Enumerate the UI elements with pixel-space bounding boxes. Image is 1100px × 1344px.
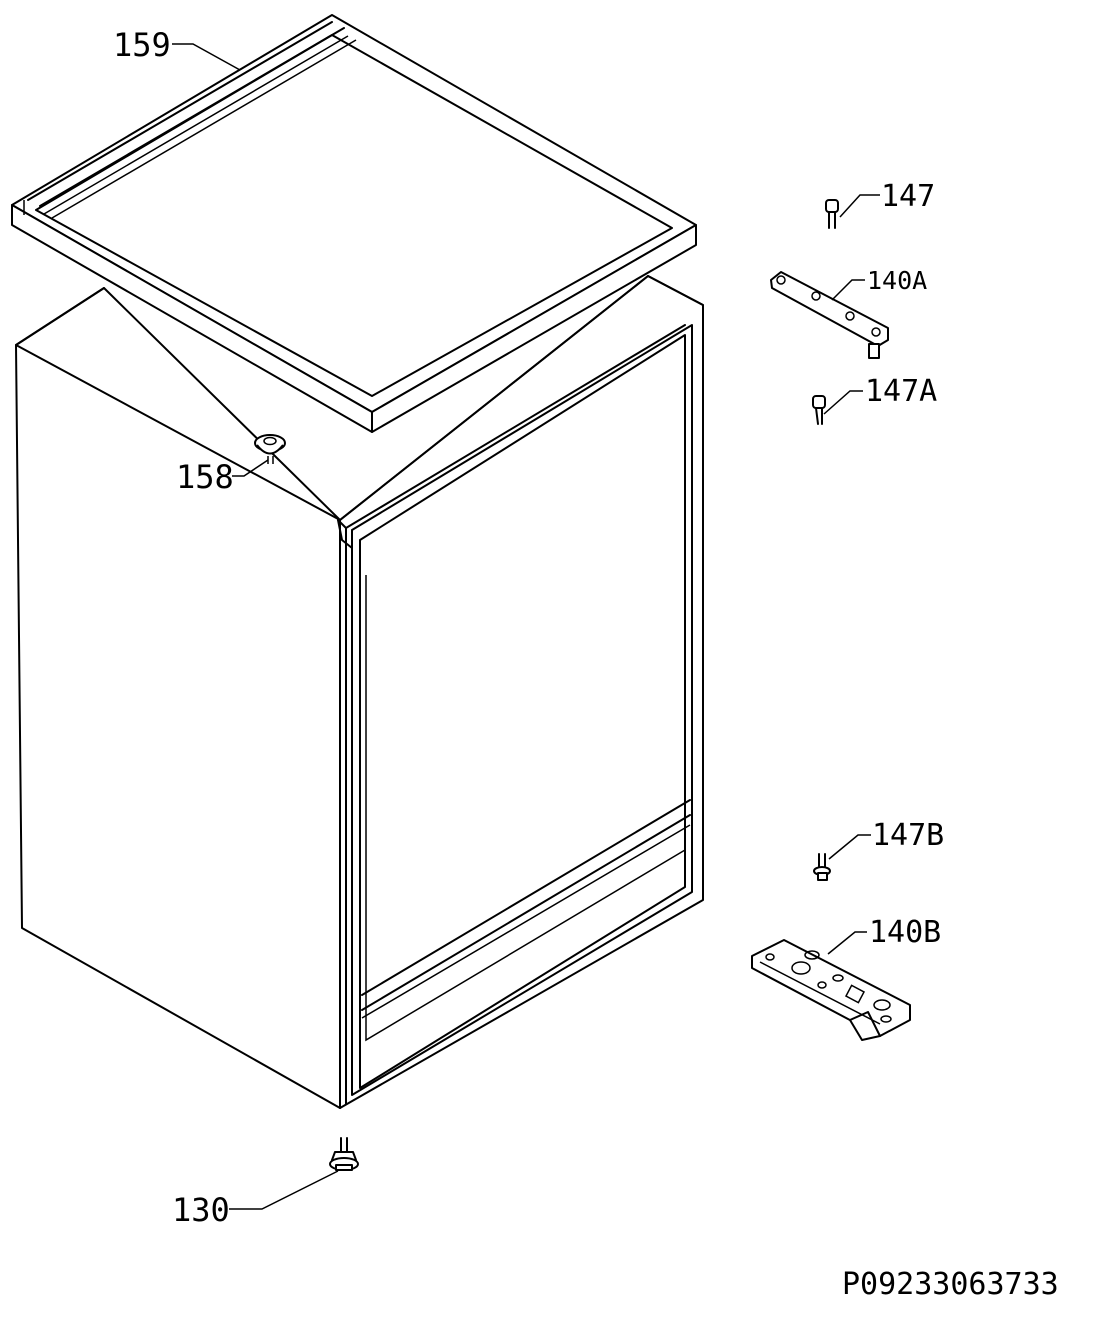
label-159: 159: [113, 26, 171, 64]
label-140b: 140B: [869, 915, 941, 950]
reference-code: P09233063733: [842, 1267, 1059, 1302]
top-panel: [11, 14, 697, 433]
hinge-plate-140a: [770, 271, 889, 359]
screw-147b: [813, 853, 831, 881]
screw-147: [825, 199, 839, 229]
label-147: 147: [881, 179, 935, 214]
leader-lines: [172, 43, 880, 1210]
cabinet-body: [15, 275, 704, 1109]
label-130: 130: [172, 1191, 230, 1229]
hinge-plate-140b: [751, 939, 911, 1041]
label-140a: 140A: [867, 266, 927, 295]
label-147a: 147A: [865, 374, 937, 409]
adjustable-foot-130: [329, 1137, 359, 1171]
label-158: 158: [176, 458, 234, 496]
label-147b: 147B: [872, 818, 944, 853]
screw-147a: [812, 395, 826, 425]
